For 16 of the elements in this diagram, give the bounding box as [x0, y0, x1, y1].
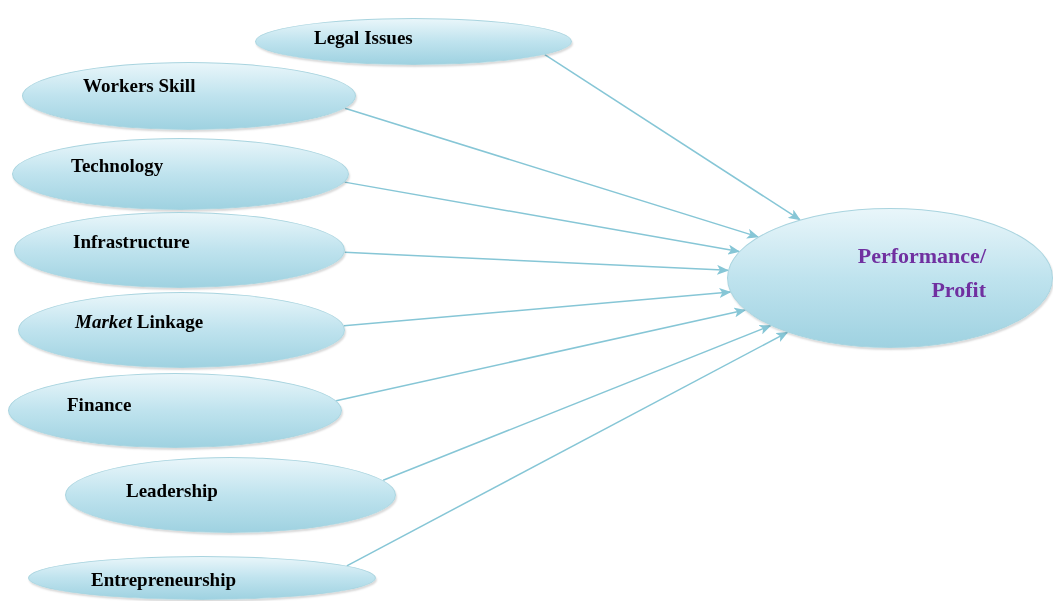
node-label: Workers Skill — [83, 75, 196, 97]
node-label: Market Linkage — [75, 311, 204, 333]
arrow — [544, 53, 801, 221]
arrow — [335, 307, 747, 402]
arrow — [343, 181, 741, 255]
node-label: Infrastructure — [73, 231, 190, 253]
node-label: Leadership — [126, 480, 218, 502]
node-label: Entrepreneurship — [91, 569, 236, 591]
node-label: Performance/ Profit — [856, 242, 986, 304]
node-label: Legal Issues — [314, 27, 413, 49]
arrow — [382, 324, 772, 482]
node-label: Technology — [71, 155, 164, 177]
arrow — [346, 331, 789, 567]
node-label: Finance — [67, 394, 132, 416]
arrow — [343, 251, 729, 275]
arrow — [344, 107, 759, 239]
